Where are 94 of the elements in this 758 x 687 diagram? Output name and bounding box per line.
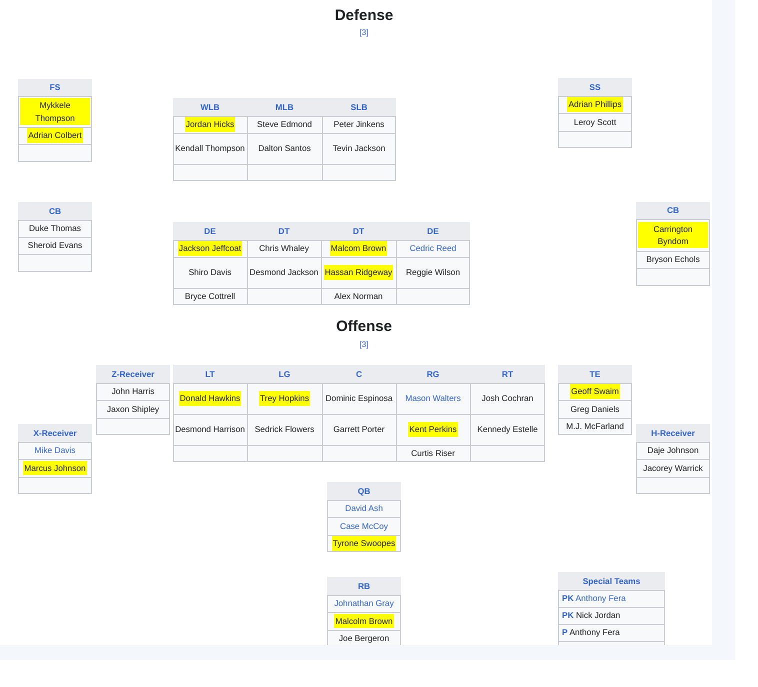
player-name: Johnathan Gray [334, 597, 394, 610]
highlighted-player-name: Jackson Jeffcoat [178, 241, 242, 256]
position-label: Special Teams [582, 574, 640, 588]
highlighted-player-name: Tyrone Swoopes [332, 536, 396, 551]
highlighted-player-name: Trey Hopkins [258, 391, 310, 406]
depth-chart-table [558, 365, 632, 435]
position-label: WLB [200, 100, 220, 114]
player-name: Desmond Jackson [250, 266, 318, 279]
position-label: MLB [275, 100, 294, 114]
player-name: P Anthony Fera [562, 626, 620, 639]
highlighted-player-name: Adrian Colbert [27, 128, 83, 143]
position-label: LG [278, 368, 290, 380]
player-name: Peter Jinkens [334, 118, 384, 131]
depth-chart-table [636, 424, 710, 494]
position-label: SS [589, 80, 601, 94]
position-label: C [356, 368, 362, 380]
depth-chart-table [173, 98, 396, 181]
depth-chart-table [636, 202, 710, 286]
player-name: Kendall Thompson [175, 142, 245, 155]
player-name: Duke Thomas [29, 222, 81, 235]
position-label: DT [278, 224, 290, 238]
position-label: QB [358, 484, 370, 498]
position-label: DE [204, 224, 216, 238]
depth-chart-table [558, 78, 632, 148]
player-name: Tevin Jackson [332, 142, 386, 155]
position-label: RT [502, 368, 514, 380]
player-name: Joe Bergeron [338, 632, 390, 645]
player-name: Josh Cochran [482, 392, 534, 405]
player-name: Leroy Scott [574, 116, 616, 128]
position-label: Z-Receiver [112, 368, 154, 380]
position-label: CB [48, 204, 62, 218]
player-name: Cedric Reed [410, 242, 456, 255]
depth-chart-table [173, 365, 545, 462]
highlighted-player-name: Malcolm Brown [334, 614, 394, 628]
player-name: Alex Norman [334, 290, 383, 303]
highlighted-player-name: Adrian Phillips [567, 97, 623, 112]
highlighted-player-name: Malcom Brown [330, 241, 388, 256]
position-label: DT [352, 224, 364, 238]
position-label: H-Receiver [651, 426, 695, 440]
depth-chart-table [173, 222, 470, 305]
position-label: FS [50, 81, 60, 94]
highlighted-player-name: Mykkele Thompson [20, 98, 90, 125]
highlighted-player-name: Kent Perkins [408, 422, 458, 437]
player-name: Jacorey Warrick [643, 462, 703, 474]
player-name: Jaxon Shipley [106, 402, 160, 416]
player-name: Mike Davis [34, 444, 76, 457]
footnote-link: [3] [360, 340, 368, 349]
player-name: Garrett Porter [333, 423, 385, 436]
player-name: M.J. McFarland [566, 420, 624, 433]
highlighted-player-name: Donald Hawkins [178, 391, 242, 406]
position-label: DE [427, 224, 439, 238]
player-name: Sheroid Evans [28, 239, 82, 252]
section-heading: Defense [334, 7, 394, 24]
player-name: PK Nick Jordan [562, 609, 620, 622]
player-name: Chris Whaley [259, 242, 309, 255]
player-name: Greg Daniels [570, 402, 620, 416]
player-name: Reggie Wilson [406, 266, 460, 279]
highlighted-player-name: Carrington Byndom [638, 222, 708, 248]
player-name: Mason Walters [405, 392, 461, 405]
player-name: Shiro Davis [188, 266, 232, 279]
position-label: LT [205, 368, 215, 380]
position-label: RB [358, 580, 370, 592]
position-label: RG [426, 368, 440, 380]
highlighted-player-name: Jordan Hicks [184, 117, 236, 132]
section-heading: Offense [336, 318, 392, 335]
player-name: Dominic Espinosa [325, 392, 393, 405]
depth-chart-table [327, 577, 401, 645]
position-label: CB [666, 204, 680, 217]
highlighted-player-name: Marcus Johnson [23, 460, 87, 476]
player-name: David Ash [345, 502, 383, 515]
depth-chart-table [327, 482, 401, 552]
depth-chart-table [558, 572, 665, 645]
player-name: Daje Johnson [647, 444, 699, 457]
player-name: John Harris [112, 385, 154, 398]
player-name: Desmond Harrison [175, 423, 245, 436]
highlighted-player-name: Geoff Swaim [570, 384, 620, 399]
player-name: Dalton Santos [258, 142, 311, 155]
highlighted-player-name: Hassan Ridgeway [324, 265, 394, 280]
position-label: X-Receiver [33, 426, 77, 440]
player-name: Bryson Echols [646, 253, 700, 266]
depth-chart-table [96, 365, 170, 435]
footnote-link: [3] [360, 28, 368, 37]
depth-chart-table [18, 424, 92, 494]
position-label: SLB [350, 100, 368, 114]
depth-chart-table [18, 202, 92, 272]
player-name: Sedrick Flowers [254, 423, 314, 436]
player-name: Curtis Riser [411, 447, 455, 460]
player-name: Kennedy Estelle [477, 423, 538, 436]
player-name: Bryce Cottrell [184, 290, 236, 303]
player-name: Steve Edmond [257, 118, 312, 131]
depth-chart-table [18, 79, 92, 162]
player-name: Case McCoy [340, 520, 388, 532]
position-label: TE [590, 368, 600, 380]
player-name: PK Anthony Fera [562, 592, 626, 605]
